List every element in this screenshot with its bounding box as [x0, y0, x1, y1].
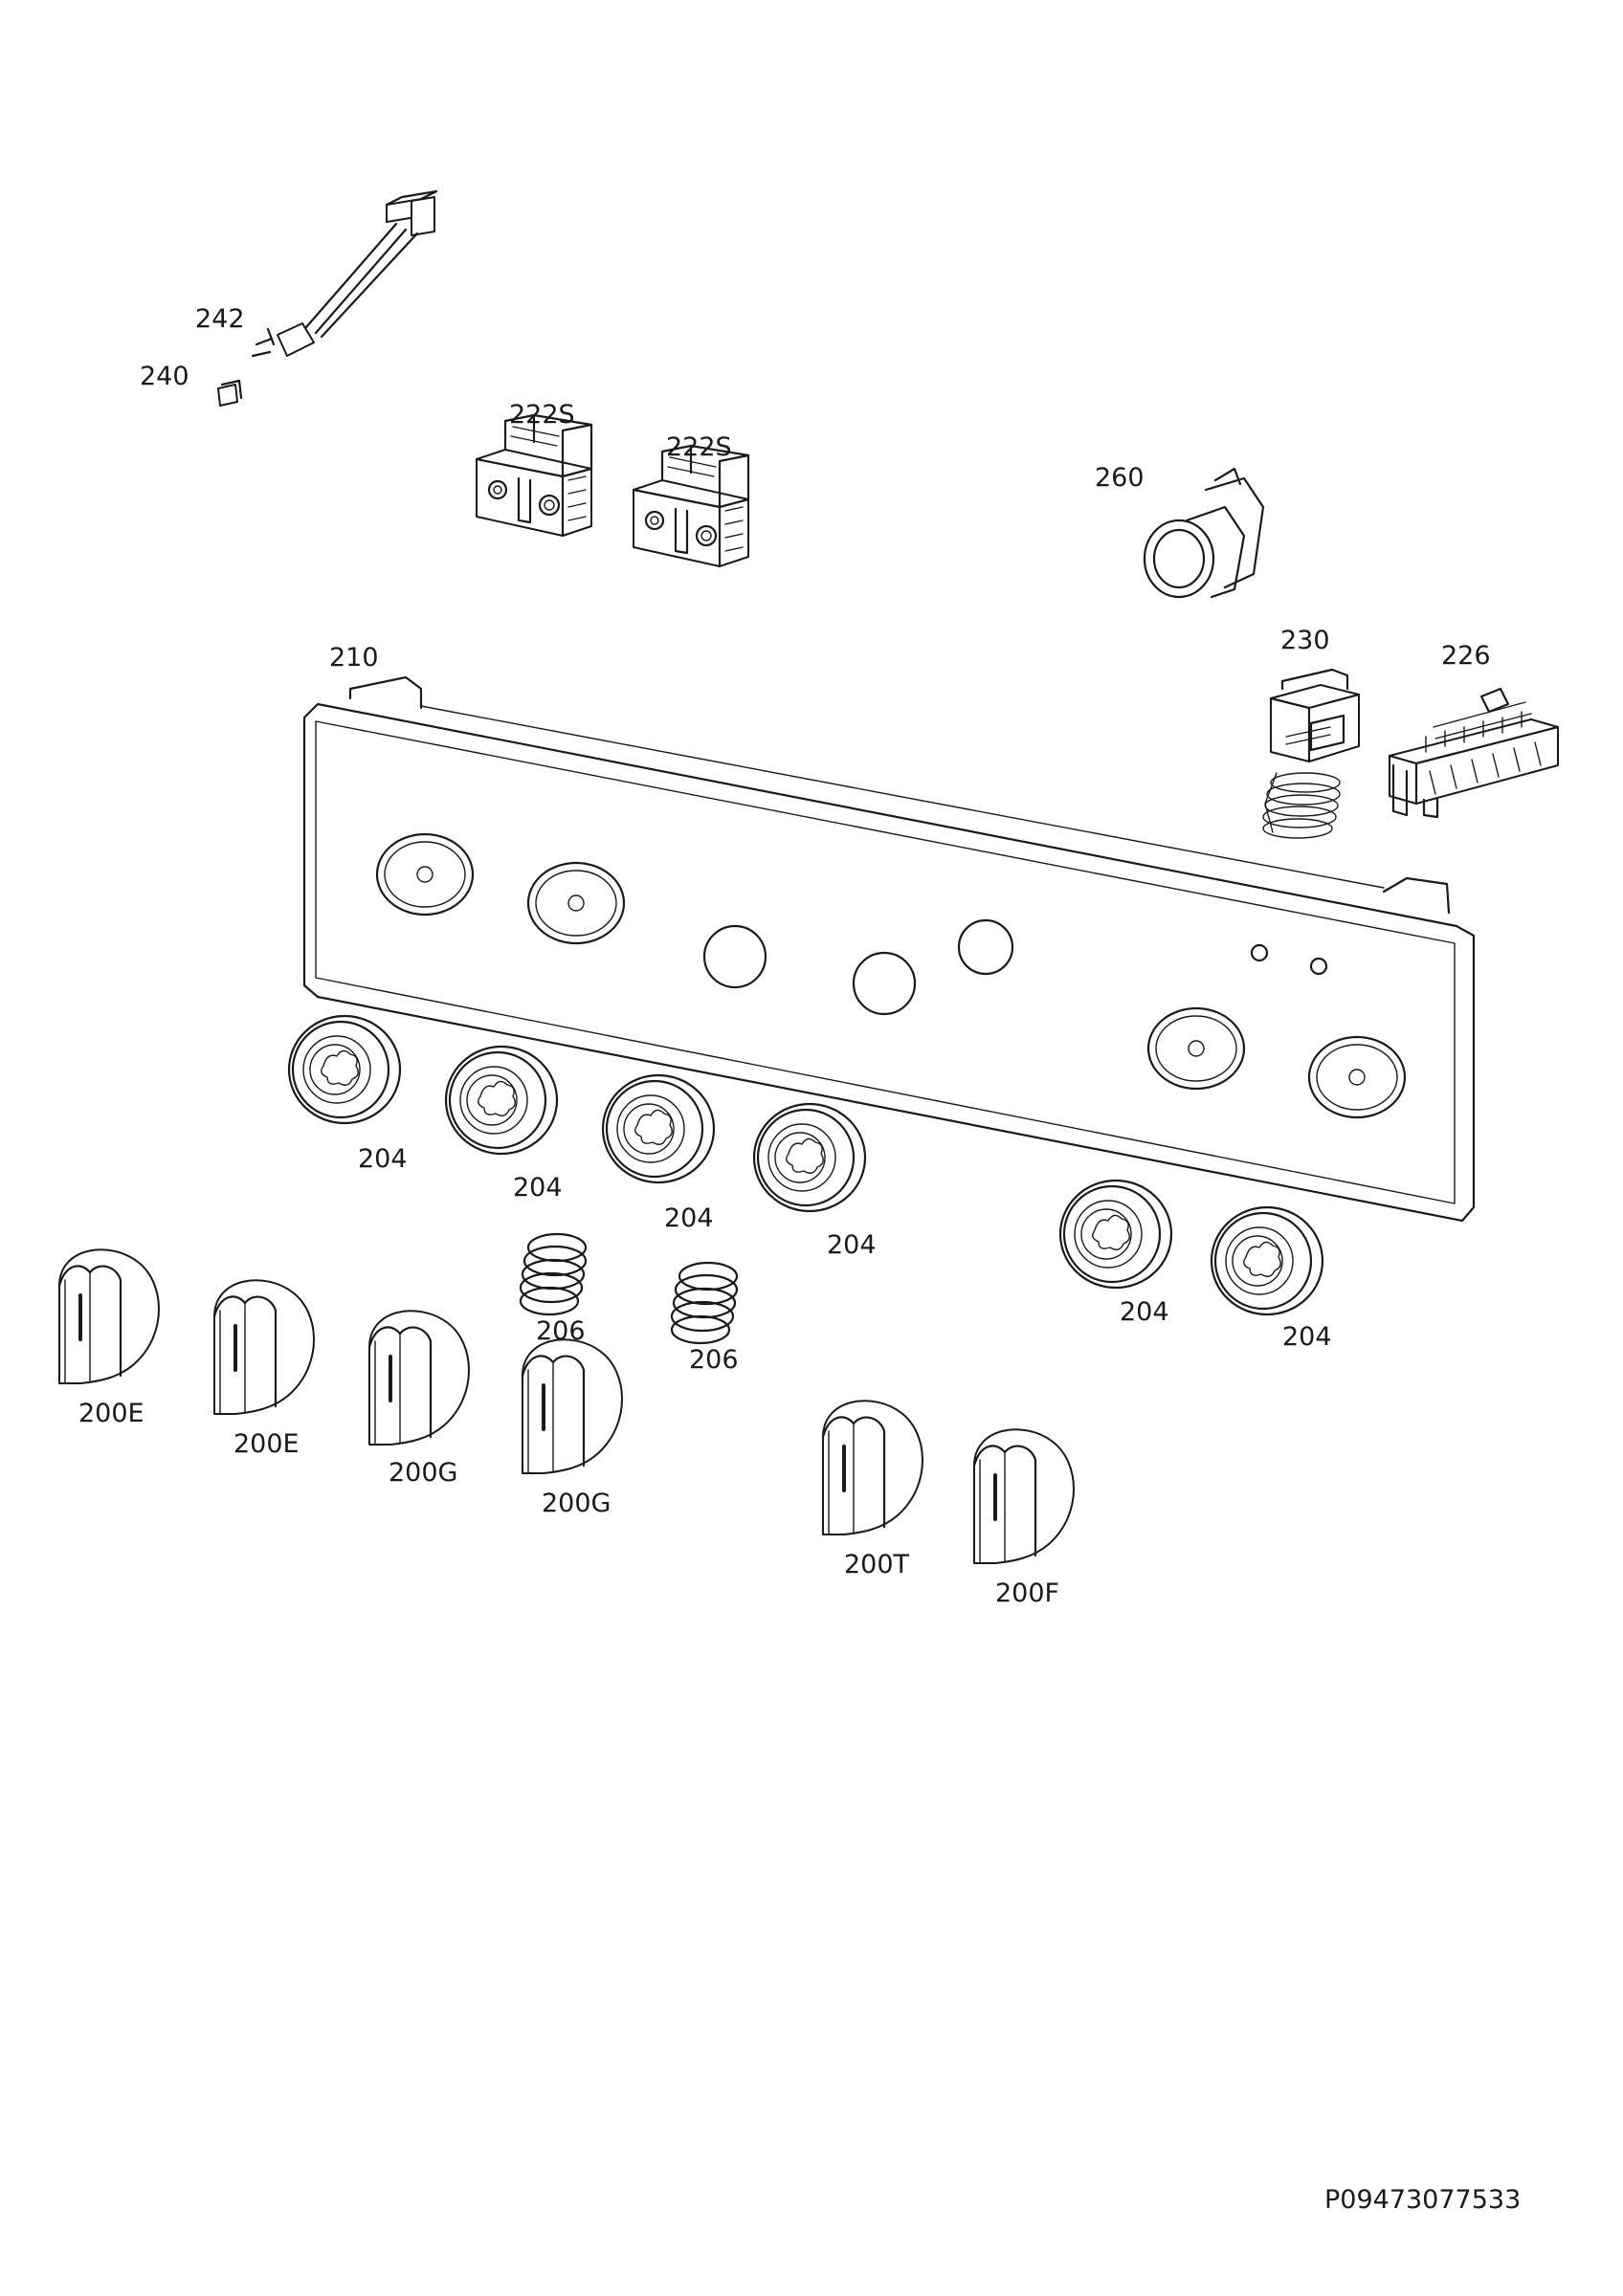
part-204-knob-seat-2: [444, 1045, 559, 1156]
part-204-knob-seat-6: [1210, 1205, 1324, 1316]
part-210-control-panel: [302, 675, 1476, 1223]
part-200e-knob-2: [212, 1278, 316, 1416]
label-260: 260: [1095, 463, 1145, 493]
part-206-spring-1: [519, 1232, 588, 1316]
part-222s-rotary-switch-left: [475, 413, 593, 538]
label-204-4: 204: [827, 1230, 877, 1260]
label-200e-2: 200E: [233, 1429, 300, 1459]
label-210: 210: [329, 643, 379, 673]
label-200g-2: 200G: [542, 1489, 611, 1518]
part-204-knob-seat-4: [752, 1102, 867, 1213]
label-204-3: 204: [664, 1203, 714, 1233]
part-240-clip: [217, 379, 243, 407]
label-240: 240: [140, 362, 189, 391]
label-200t: 200T: [844, 1550, 910, 1579]
label-226: 226: [1441, 641, 1491, 671]
part-242-wiring-harness: [251, 189, 438, 358]
label-206-2: 206: [689, 1345, 739, 1375]
label-222s-right: 222S: [666, 432, 732, 462]
label-204-1: 204: [358, 1144, 408, 1174]
label-200f: 200F: [995, 1578, 1059, 1608]
label-222s-left: 222S: [509, 400, 575, 430]
part-200f-knob: [972, 1427, 1076, 1565]
document-id: P09473077533: [1324, 2185, 1521, 2215]
label-204-2: 204: [513, 1173, 563, 1203]
part-260-oven-lamp: [1143, 467, 1265, 599]
label-230: 230: [1280, 626, 1330, 655]
part-204-knob-seat-5: [1058, 1179, 1173, 1290]
part-204-knob-seat-3: [601, 1073, 716, 1184]
label-206-1: 206: [536, 1316, 586, 1346]
label-242: 242: [195, 304, 245, 334]
label-204-6: 204: [1282, 1322, 1332, 1352]
part-200g-knob-2: [521, 1337, 624, 1475]
label-204-5: 204: [1120, 1297, 1169, 1327]
part-230-thermostat: [1262, 668, 1361, 839]
part-200g-knob-1: [367, 1309, 471, 1446]
label-200g-1: 200G: [389, 1458, 457, 1488]
part-204-knob-seat-1: [287, 1014, 402, 1125]
part-222s-rotary-switch-right: [632, 444, 750, 568]
part-200e-knob-1: [57, 1247, 161, 1385]
label-200e-1: 200E: [78, 1399, 145, 1428]
part-206-spring-2: [670, 1261, 739, 1345]
part-200t-knob: [821, 1399, 924, 1536]
part-226-function-switch: [1388, 687, 1560, 819]
